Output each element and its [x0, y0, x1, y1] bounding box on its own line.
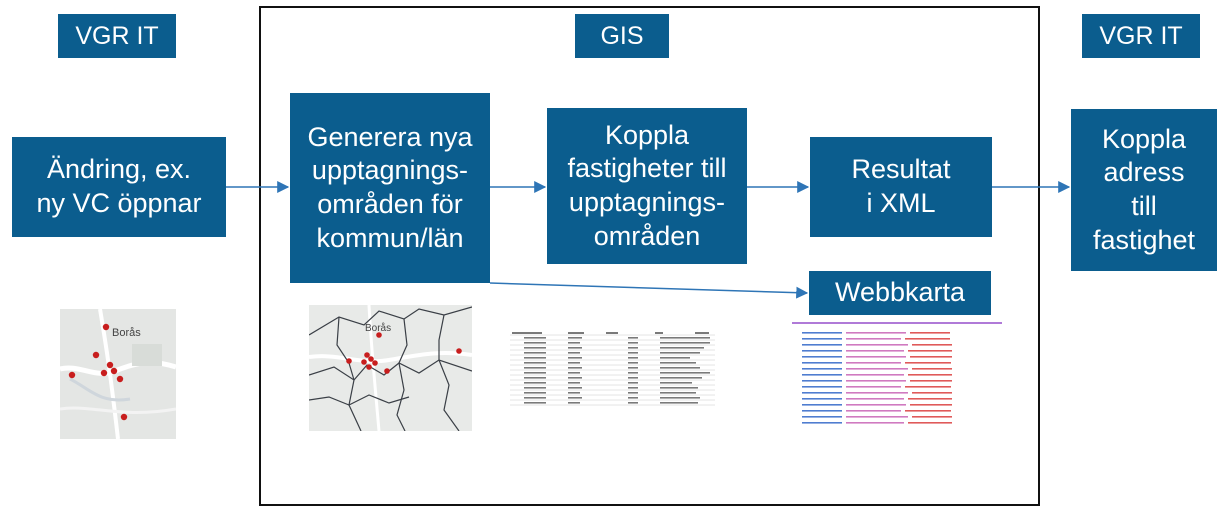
box-generate: Generera nya upptagnings- områden för ko…	[290, 93, 490, 283]
box-webmap: Webbkarta	[809, 271, 991, 315]
map-thumbnail-small: Borås	[60, 309, 176, 439]
flow-arrows	[226, 181, 1071, 299]
xml-thumbnail	[790, 320, 1010, 428]
box-link-properties: Koppla fastigheter till upptagnings- omr…	[547, 108, 747, 264]
box-result: Resultat i XML	[810, 137, 992, 237]
map-thumbnail-large: Borås	[309, 305, 472, 431]
map-small-label: Borås	[112, 327, 141, 339]
box-change: Ändring, ex. ny VC öppnar	[12, 137, 226, 237]
table-thumbnail	[510, 331, 715, 411]
box-link-address: Koppla adress till fastighet	[1071, 109, 1217, 271]
header-gis: GIS	[575, 14, 669, 58]
header-vgr-it-right: VGR IT	[1082, 14, 1200, 58]
header-vgr-it-left: VGR IT	[58, 14, 176, 58]
map-large-label: Borås	[365, 322, 391, 334]
arrow-generate-to-webmap	[489, 282, 809, 299]
